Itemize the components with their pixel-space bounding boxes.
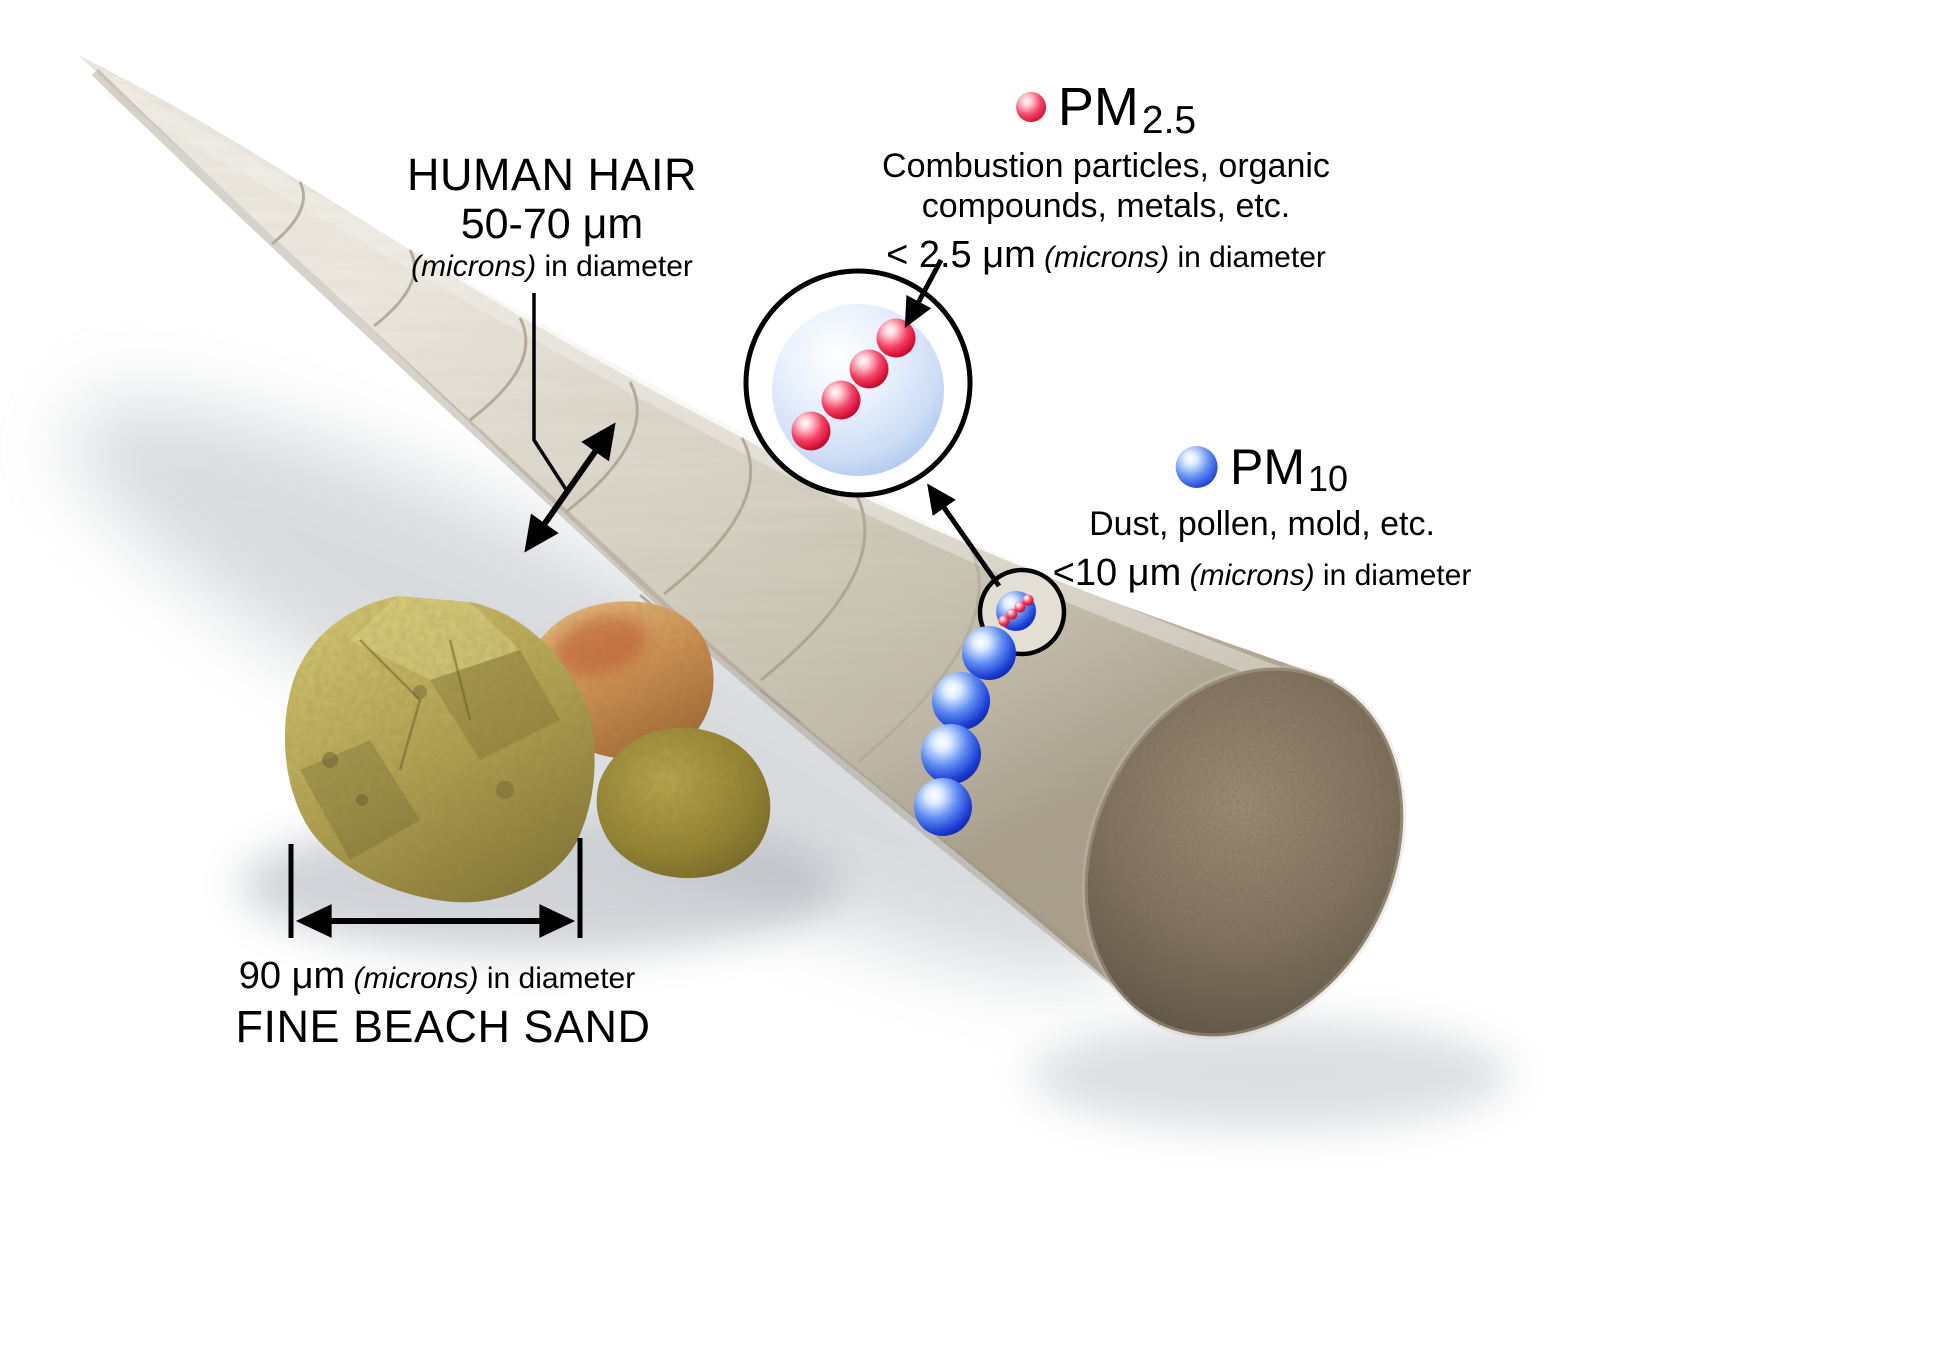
pm-text: PM: [1229, 439, 1305, 495]
pm25-size-line: < 2.5 μm (microns) in diameter: [882, 234, 1330, 277]
microns-text: (microns): [353, 962, 479, 995]
pm10-particle: [921, 724, 981, 784]
sand-size-label: 90 μm (microns) in diameter: [239, 955, 635, 998]
pm10-name: PM10: [1229, 438, 1349, 499]
pm10-particle: [914, 778, 972, 836]
pm-subscript: 2.5: [1141, 99, 1197, 142]
human-hair-illustration: [78, 55, 1407, 1040]
sand-grain-large: [284, 596, 595, 903]
pm10-desc-line1: Dust, pollen, mold, etc.: [1089, 505, 1435, 543]
pm10-label-block: PM10 Dust, pollen, mold, etc. <10 μm (mi…: [1053, 438, 1472, 595]
hair-diameter-arrow: [524, 422, 616, 553]
pm25-particle: [849, 349, 889, 389]
pm25-mini-chain: [998, 594, 1034, 627]
pm10-header: PM10: [1053, 438, 1472, 499]
pm10-size-value: <10 μm: [1052, 551, 1182, 594]
sand-title: FINE BEACH SAND: [235, 1001, 651, 1052]
human-hair-unit: (microns) in diameter: [407, 249, 697, 285]
pm25-pointer-arrow: [904, 258, 944, 328]
pm10-particle-chain: [914, 626, 1016, 836]
microns-text: (microns): [1189, 558, 1315, 592]
pm10-sphere-icon: [1175, 446, 1218, 488]
diameter-text: in diameter: [486, 962, 636, 995]
pm-text: PM: [1057, 77, 1139, 137]
pm10-size-line: <10 μm (microns) in diameter: [1053, 552, 1472, 595]
pm-subscript: 10: [1307, 458, 1349, 499]
pm25-magnifier: [743, 268, 973, 498]
pm25-particle: [876, 318, 916, 358]
hair-end-shadow: [1030, 1020, 1510, 1130]
diameter-text: in diameter: [1177, 240, 1326, 274]
pm10-particle: [932, 672, 990, 730]
pm25-particle: [791, 411, 831, 451]
pm25-dot-icon: [1015, 92, 1046, 122]
pm25-label-block: PM2.5 Combustion particles, organic comp…: [882, 76, 1330, 277]
human-hair-label: HUMAN HAIR 50-70 μm (microns) in diamete…: [406, 149, 698, 285]
hair-top-highlight: [105, 80, 1314, 697]
human-hair-title: HUMAN HAIR: [406, 149, 698, 200]
sand-grains: [284, 596, 771, 903]
hair-end-cap: [1081, 664, 1407, 1040]
microns-text: (microns): [1044, 240, 1170, 274]
pm25-header: PM2.5: [882, 76, 1330, 142]
microns-text: (microns): [411, 249, 537, 283]
pm10-particle: [962, 626, 1016, 680]
human-hair-size: 50-70 μm: [460, 200, 644, 249]
sand-grain-olive: [596, 727, 771, 879]
pm10-on-hair: [914, 567, 1067, 836]
sand-size-value: 90 μm: [238, 955, 346, 997]
pm10-cluster-sphere: [772, 304, 944, 476]
pm25-desc-line2: compounds, metals, etc.: [921, 186, 1291, 225]
pm25-size-value: < 2.5 μm: [886, 233, 1036, 276]
diameter-text: in diameter: [544, 249, 693, 283]
hair-surface-texture: [78, 55, 1334, 1026]
pm25-desc-line1: Combustion particles, organic: [882, 147, 1330, 185]
annotations: [288, 258, 1002, 938]
pm25-particle-chain: [791, 318, 916, 451]
pm25-particle: [821, 380, 861, 420]
diameter-text: in diameter: [1322, 558, 1472, 592]
magnifier-pointer-arrow: [927, 483, 1002, 588]
pm25-name: PM2.5: [1057, 76, 1196, 142]
hair-cuticle-lines: [271, 181, 981, 764]
